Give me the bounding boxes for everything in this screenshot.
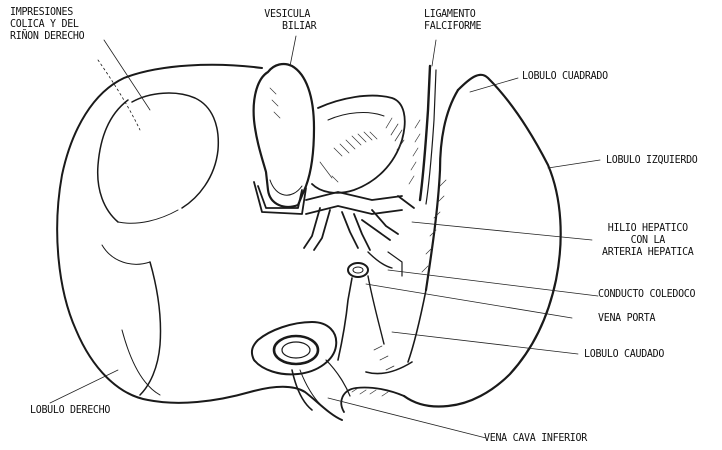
label-lobulo-derecho: LOBULO DERECHO bbox=[30, 404, 110, 416]
renal-impression bbox=[132, 93, 218, 208]
label-lobulo-cuadrado: LOBULO CUADRADO bbox=[522, 70, 608, 82]
vena-porta-ring bbox=[348, 263, 368, 277]
label-impresiones: IMPRESIONES COLICA Y DEL RIÑON DERECHO bbox=[10, 6, 84, 42]
vena-cava-outline bbox=[252, 322, 336, 374]
label-conducto-coledoco: CONDUCTO COLEDOCO bbox=[598, 288, 695, 300]
label-lobulo-caudado: LOBULO CAUDADO bbox=[584, 348, 664, 360]
label-hilio-hepatico: HILIO HEPATICO CON LA ARTERIA HEPATICA bbox=[602, 222, 694, 258]
label-vena-porta: VENA PORTA bbox=[598, 312, 655, 324]
label-lobulo-izquierdo: LOBULO IZQUIERDO bbox=[606, 154, 698, 166]
label-vena-cava-inferior: VENA CAVA INFERIOR bbox=[484, 432, 587, 444]
label-vesicula-biliar: VESICULA BILIAR bbox=[258, 8, 316, 32]
label-ligamento-falciforme: LIGAMENTO FALCIFORME bbox=[424, 8, 481, 32]
quadrate-lobe bbox=[312, 96, 405, 193]
gallbladder bbox=[254, 64, 314, 207]
caudate-lobe bbox=[366, 362, 412, 374]
